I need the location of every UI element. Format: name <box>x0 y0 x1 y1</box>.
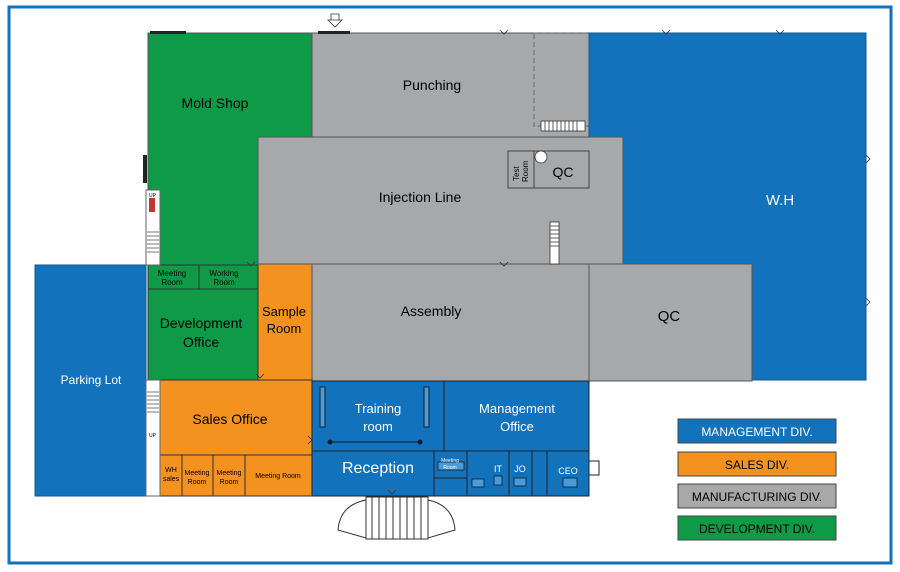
punching-stairs <box>540 120 586 132</box>
legend-label-manufacturing: MANUFACTURING DIV. <box>692 490 822 504</box>
development-office-label-2: Office <box>183 334 220 350</box>
legend-label-development: DEVELOPMENT DIV. <box>699 522 815 536</box>
reception-area <box>311 450 435 497</box>
stair-up-label-1: UP <box>149 193 157 199</box>
sales-meeting-room-2-label-2: Room <box>220 479 239 486</box>
wh-sales-label-1: WH <box>165 467 177 474</box>
working-room-label-1: Working <box>209 269 238 278</box>
left-stairs-upper <box>147 231 159 253</box>
test-room-label-1: Test <box>512 166 521 181</box>
test-room-area <box>507 150 535 189</box>
working-room-label-2: Room <box>213 278 235 287</box>
corridor-room-area <box>531 450 548 497</box>
sample-room-label-2: Room <box>267 321 302 336</box>
injection-stairs <box>549 221 560 265</box>
left-stairs-lower <box>147 391 159 413</box>
injection-line-label: Injection Line <box>379 189 462 205</box>
legend-label-management: MANAGEMENT DIV. <box>701 425 812 439</box>
punching-label: Punching <box>403 77 461 93</box>
wh-sales-label-2: sales <box>163 476 180 483</box>
dev-meeting-room-label-1: Meeting <box>158 269 186 278</box>
it-label: IT <box>494 464 503 474</box>
office-desks <box>437 461 578 488</box>
legend-swatch-development <box>677 515 837 541</box>
training-room-area <box>311 380 445 452</box>
assembly-area <box>311 263 590 382</box>
sales-meeting-room-3-label: Meeting Room <box>255 473 301 480</box>
mgmt-lower-room-area <box>433 477 468 497</box>
working-room-area <box>198 264 259 290</box>
management-office-area <box>443 380 590 452</box>
exit-sign-icon <box>149 198 155 212</box>
frame-border <box>7 5 893 565</box>
management-office-label-2: Office <box>500 419 534 434</box>
door-marks <box>246 29 871 495</box>
legend-swatch-sales <box>677 451 837 477</box>
qc-small-label: QC <box>553 164 574 180</box>
sales-meeting-room-2-area <box>212 454 246 497</box>
stair-up-label-2: UP <box>149 433 157 439</box>
qc-large-label: QC <box>658 308 681 325</box>
left-corridor-lower <box>145 379 161 497</box>
dev-meeting-room-label-2: Room <box>161 278 183 287</box>
legend-swatch-management <box>677 418 837 444</box>
sales-meeting-room-2-label-1: Meeting <box>217 470 242 477</box>
spiral-stair-icon <box>534 150 548 164</box>
sample-room-label-1: Sample <box>262 304 306 319</box>
sales-meeting-room-1-label-2: Room <box>188 479 207 486</box>
management-office-label-1: Management <box>479 401 555 416</box>
sales-meeting-room-3-area <box>244 454 313 497</box>
sales-meeting-room-1-label-1: Meeting <box>185 470 210 477</box>
wall-marker-top-1 <box>150 31 186 34</box>
qc-large-area <box>588 263 753 382</box>
entrance-steps <box>337 496 456 540</box>
training-room-label-2: room <box>363 419 393 434</box>
mold-shop-label: Mold Shop <box>182 95 249 111</box>
wh-label: W.H <box>766 192 794 209</box>
legend-swatch-manufacturing <box>677 483 837 509</box>
reception-label: Reception <box>342 460 414 477</box>
it-room-area <box>466 450 510 497</box>
training-room-label-1: Training <box>355 401 401 416</box>
mgmt-meeting-room-label-1: Meeting <box>441 458 459 464</box>
mgmt-meeting-room-label-2: Room <box>443 465 456 471</box>
assembly-label: Assembly <box>401 303 462 319</box>
legend: MANAGEMENT DIV. SALES DIV. MANUFACTURING… <box>677 418 837 541</box>
entry-arrow-icon <box>327 13 343 28</box>
sales-office-label: Sales Office <box>192 411 267 427</box>
ceo-annex-area <box>588 460 600 476</box>
parking-lot-area <box>34 264 147 497</box>
wall-marker-left <box>143 155 147 183</box>
ceo-label: CEO <box>558 466 578 476</box>
legend-label-sales: SALES DIV. <box>725 458 789 472</box>
test-room-label-2: Room <box>521 160 530 182</box>
development-office-label-1: Development <box>160 315 243 331</box>
training-room-furniture <box>319 386 430 445</box>
parking-lot-label: Parking Lot <box>61 373 122 387</box>
sales-office-area <box>159 379 313 456</box>
development-office-area <box>147 288 259 381</box>
jo-label: JO <box>514 464 526 474</box>
wall-marker-top-2 <box>318 31 350 34</box>
